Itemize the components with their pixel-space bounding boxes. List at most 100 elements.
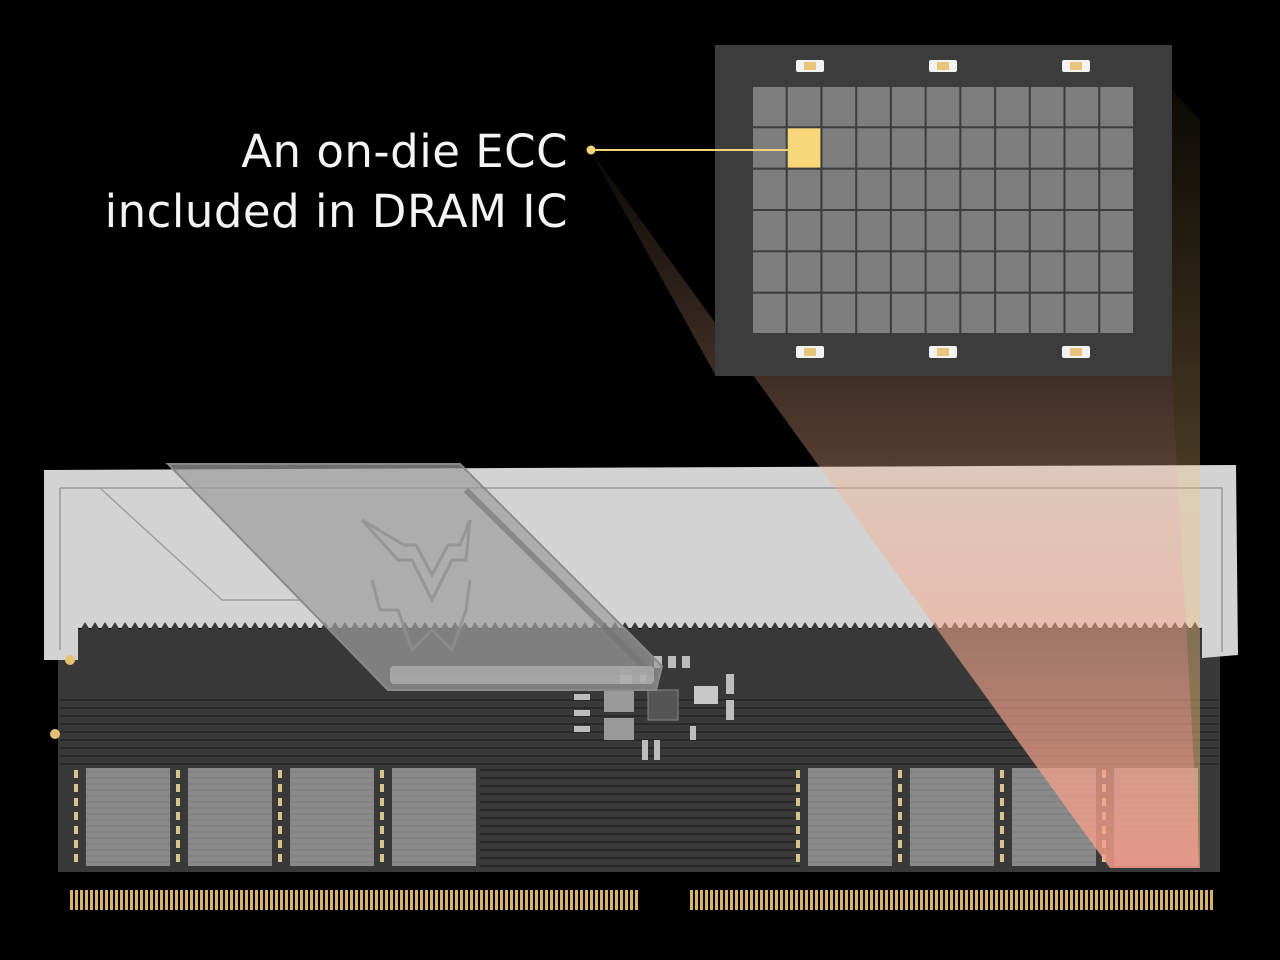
die-cell: [996, 252, 1029, 292]
chip-pad-core: [937, 348, 949, 356]
die-cell: [996, 293, 1029, 333]
chip-cap: [380, 826, 384, 834]
caption-line-2: included in DRAM IC: [104, 185, 568, 238]
callout-dot-icon: [586, 145, 596, 155]
die-cell: [753, 87, 786, 127]
die-cell: [1030, 87, 1064, 127]
chip-cap: [74, 812, 78, 820]
die-cell: [926, 252, 960, 292]
chip-cap: [176, 854, 180, 862]
die-cell: [1030, 128, 1064, 168]
die-cell: [822, 293, 856, 333]
die-cell: [1065, 252, 1099, 292]
die-cell: [891, 293, 925, 333]
chip-cap: [1000, 784, 1004, 792]
die-cell: [996, 87, 1029, 127]
chip-cap: [796, 854, 800, 862]
die-cell: [787, 252, 821, 292]
chip-cap: [176, 798, 180, 806]
die-cell: [1030, 293, 1064, 333]
chip-cap: [796, 784, 800, 792]
die-cell: [961, 252, 995, 292]
die-cell: [961, 293, 995, 333]
die-cell: [822, 211, 856, 251]
chip-cap: [1000, 854, 1004, 862]
die-cell: [926, 293, 960, 333]
chip-cap: [380, 784, 384, 792]
heatsink-diagonal-line: [99, 487, 300, 601]
chip-cap: [74, 854, 78, 862]
pcb-traces: [60, 699, 1218, 867]
chip-cap: [176, 770, 180, 778]
chip-cap: [278, 784, 282, 792]
caption-line-1: An on-die ECC: [241, 125, 568, 178]
chip-cap: [898, 812, 902, 820]
die-cell: [1100, 211, 1133, 251]
die-cell: [926, 87, 960, 127]
die-cell: [961, 169, 995, 209]
die-cell: [787, 87, 821, 127]
die-cell: [891, 87, 925, 127]
memory-chip: [808, 768, 892, 866]
chip-cap: [1000, 826, 1004, 834]
chip-pad-core: [1070, 348, 1082, 356]
die-cell: [996, 169, 1029, 209]
side-dot-icon: [50, 729, 60, 739]
chip-cap: [796, 798, 800, 806]
chip-cap: [380, 854, 384, 862]
die-cell: [857, 293, 890, 333]
die-cell-grid: [753, 87, 1133, 333]
die-cell: [1030, 169, 1064, 209]
die-cell: [961, 211, 995, 251]
die-cell: [891, 211, 925, 251]
die-cell: [1100, 128, 1133, 168]
chip-pad-core: [937, 62, 949, 70]
chip-cap: [898, 798, 902, 806]
chip-cap: [1000, 840, 1004, 848]
chip-pad-core: [804, 62, 816, 70]
die-cell: [1065, 293, 1099, 333]
die-cell: [1100, 293, 1133, 333]
chip-cap: [278, 798, 282, 806]
chip-cap: [898, 770, 902, 778]
chip-cap: [278, 812, 282, 820]
die-cell: [753, 211, 786, 251]
die-cell: [857, 87, 890, 127]
memory-chip: [290, 768, 374, 866]
die-cell: [926, 211, 960, 251]
die-cell: [961, 128, 995, 168]
chip-cap: [796, 826, 800, 834]
light-bar: [165, 463, 664, 691]
chip-cap: [278, 770, 282, 778]
chip-cap: [796, 840, 800, 848]
chip-cap: [176, 840, 180, 848]
chip-cap: [380, 840, 384, 848]
memory-chip: [188, 768, 272, 866]
die-cell: [891, 252, 925, 292]
die-cell: [753, 252, 786, 292]
ecc-cell: [787, 128, 821, 168]
chip-cap: [1000, 770, 1004, 778]
chip-cap: [278, 826, 282, 834]
chip-cap: [898, 840, 902, 848]
die-cell: [857, 128, 890, 168]
die-cell: [787, 169, 821, 209]
die-cell: [1030, 252, 1064, 292]
die-cell: [1030, 211, 1064, 251]
die-cell: [1100, 169, 1133, 209]
die-cell: [822, 169, 856, 209]
die-cell: [787, 211, 821, 251]
zoom-beam: [590, 150, 1200, 868]
chip-cap: [74, 770, 78, 778]
predator-logo-icon: [360, 518, 472, 653]
die-cell: [961, 87, 995, 127]
die-cell: [753, 293, 786, 333]
chip-cap: [74, 784, 78, 792]
die-cell: [857, 252, 890, 292]
ecc-caption: An on-die ECC included in DRAM IC: [105, 122, 568, 242]
die-cell: [926, 128, 960, 168]
chip-cap: [796, 812, 800, 820]
zoom-beam-side: [1172, 90, 1200, 868]
die-cell: [753, 169, 786, 209]
